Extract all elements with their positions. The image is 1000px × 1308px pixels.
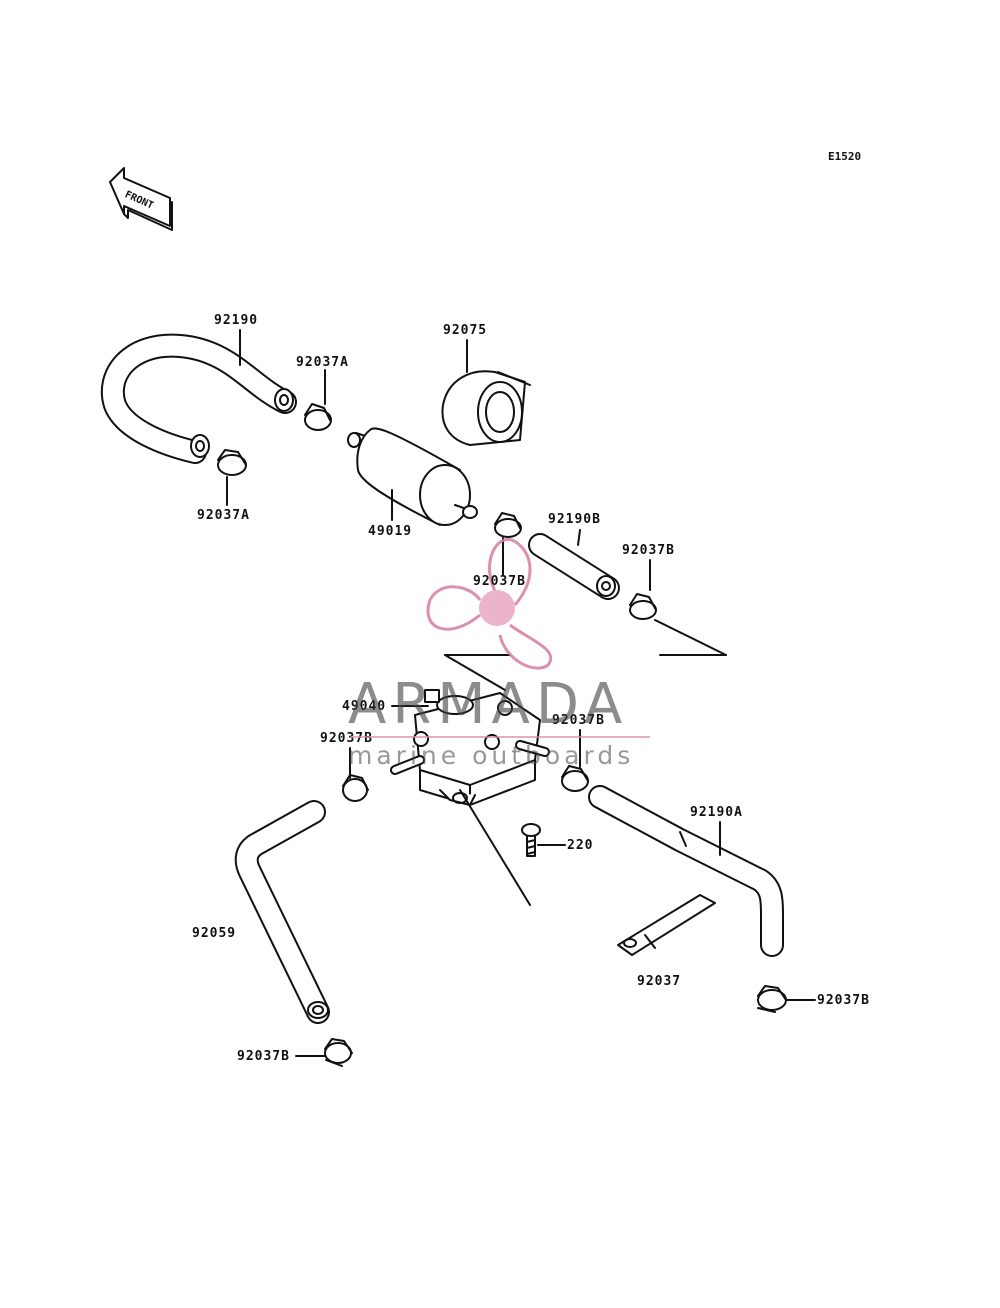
part-label-220: 220 <box>567 838 594 853</box>
part-label-92190A: 92190A <box>690 805 743 820</box>
fuel-pump-49040 <box>390 689 550 806</box>
part-label-49019: 49019 <box>368 524 413 539</box>
hose-92190B <box>528 533 620 600</box>
part-label-49040: 49040 <box>342 699 387 714</box>
part-label-92059: 92059 <box>192 926 237 941</box>
propeller-logo-icon <box>426 538 553 670</box>
part-label-92037B-e: 92037B <box>817 993 870 1008</box>
fuel-filter-49019 <box>347 427 478 526</box>
part-label-92037B-c: 92037B <box>320 731 373 746</box>
hose-92190A <box>588 785 784 957</box>
clamp-92037B-b <box>629 593 657 620</box>
part-label-92190: 92190 <box>214 313 259 328</box>
part-label-92037B-f: 92037B <box>237 1049 290 1064</box>
clamp-92037B-f <box>324 1038 353 1067</box>
watermark-brand: ARMADA <box>348 672 629 737</box>
hose-92059 <box>234 800 330 1024</box>
clamp-92037B-d <box>561 765 589 792</box>
front-arrow-icon <box>109 167 173 231</box>
clamp-92037B-e <box>757 985 787 1013</box>
watermark-tagline: marine outboards <box>348 741 635 770</box>
clamp-92037A-bottom <box>217 449 247 476</box>
part-label-92037B-b: 92037B <box>473 574 526 589</box>
part-label-92037A-top: 92037A <box>296 355 349 370</box>
filter-holder-92075 <box>441 370 531 446</box>
clamp-92037B-a <box>494 512 522 538</box>
diagram-code: E1520 <box>828 150 862 163</box>
hose-92190 <box>100 333 297 464</box>
part-label-92075: 92075 <box>443 323 488 338</box>
part-label-92037B-d: 92037B <box>552 713 605 728</box>
part-label-92190B: 92190B <box>548 512 601 527</box>
strap-92037 <box>617 894 716 956</box>
watermark-divider <box>350 736 650 738</box>
part-label-92037A-bottom: 92037A <box>197 508 250 523</box>
clamp-92037A-top <box>304 403 332 431</box>
screw-220 <box>521 823 541 857</box>
part-label-92037B-a: 92037B <box>622 543 675 558</box>
part-label-92037: 92037 <box>637 974 682 989</box>
clamp-92037B-c <box>342 774 369 802</box>
